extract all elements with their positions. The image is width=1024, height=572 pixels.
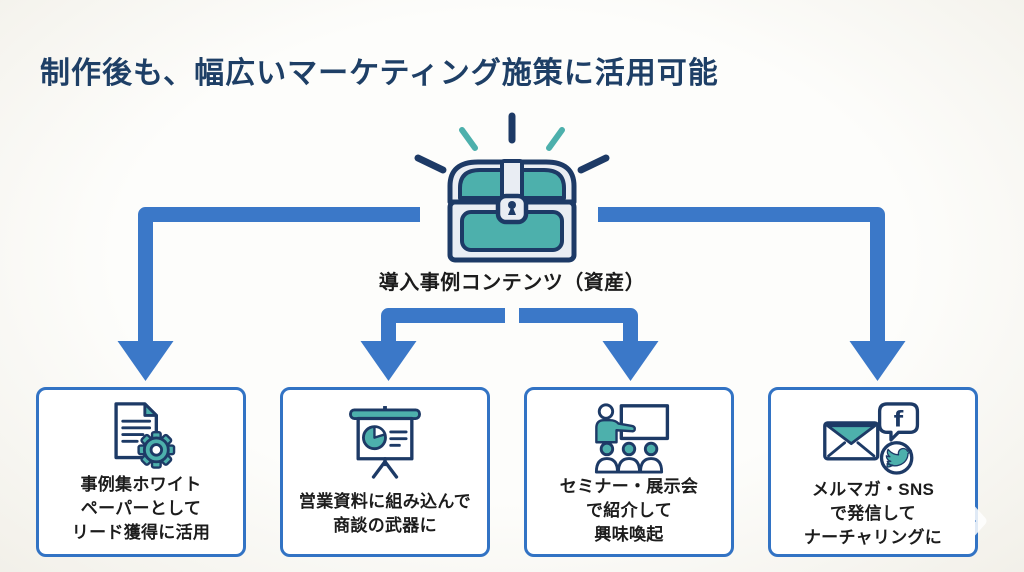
page-title: 制作後も、幅広いマーケティング施策に活用可能 [40,57,719,90]
shine-rays [414,112,610,174]
treasure-chest-icon [398,108,626,268]
facebook-icon: f [877,402,920,442]
usecase-card-seminar: セミナー・展示会で紹介して興味喚起 [524,387,734,557]
arrowhead [849,341,906,381]
arrow-to-sales [381,308,505,342]
arrowhead [360,341,417,381]
envelope-icon [823,421,880,461]
arrow-to-seminar [519,308,638,342]
email-sns-icon: f [821,398,925,478]
svg-text:f: f [894,408,904,433]
presentation-chart-icon [339,398,431,484]
usecase-text-seminar: セミナー・展示会で紹介して興味喚起 [559,477,699,545]
arrowhead [602,341,659,381]
usecase-text-whitepaper: 事例集ホワイトペーパーとしてリード獲得に活用 [71,475,211,543]
next-slide-chevron[interactable] [958,497,988,545]
usecase-card-whitepaper: 事例集ホワイトペーパーとしてリード獲得に活用 [36,387,246,557]
arrowhead [117,341,174,381]
usecase-text-sales: 営業資料に組み込んで商談の武器に [298,491,472,535]
audience [594,441,664,474]
whitepaper-gear-icon [95,398,187,473]
usecase-card-sales: 営業資料に組み込んで商談の武器に [280,387,490,557]
seminar-icon [581,398,677,475]
asset-label: 導入事例コンテンツ（資産） [378,272,646,294]
twitter-icon [879,441,914,475]
